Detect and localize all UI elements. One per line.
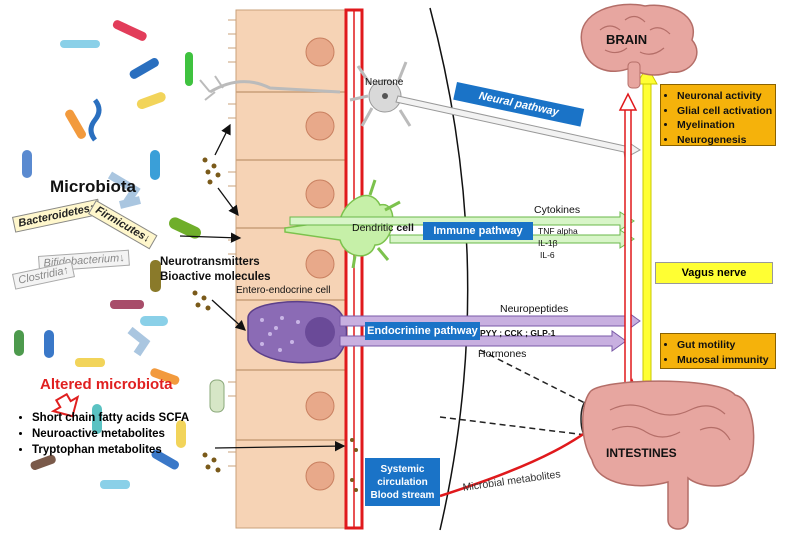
entero-endocrine-cell-icon <box>247 300 348 364</box>
neurotransmitters-label: Neurotransmitters <box>160 256 260 268</box>
gut-effect-item: Mucosal immunity <box>677 353 775 368</box>
entero-endocrine-label: Entero-endocrine cell <box>236 285 331 296</box>
molecule-dots <box>192 157 358 492</box>
altered-microbiota-label: Altered microbiota <box>40 376 173 393</box>
neurone-label: Neurone <box>365 77 404 88</box>
neuropeptides-label: Neuropeptides <box>500 303 569 315</box>
brain-effects-box: Neuronal activity Glial cell activation … <box>660 84 776 146</box>
metabolite-item: Short chain fatty acids SCFA <box>32 410 189 426</box>
epithelium <box>228 9 347 529</box>
blood-vessel <box>344 8 364 530</box>
brain-effect-item: Myelination <box>677 118 775 133</box>
tnf-alpha-label: TNF alpha <box>538 226 578 236</box>
endocrine-pathway-box: Endocrinine pathway <box>365 322 480 340</box>
dendritic-word: Dendritic <box>352 222 394 234</box>
intestines-label: INTESTINES <box>606 446 677 460</box>
microbiota-bacteria <box>14 20 225 489</box>
clostridia-up: ↑ <box>62 264 71 278</box>
hormones-label: Hormones <box>478 348 527 360</box>
neurone-icon <box>199 61 412 127</box>
vagus-nerve-box: Vagus nerve <box>655 262 773 284</box>
altered-arrow-icon <box>50 392 80 418</box>
systemic-line2: circulation <box>377 476 428 488</box>
bioactive-label: Bioactive molecules <box>160 271 271 283</box>
metabolite-item: Tryptophan metabolites <box>32 442 189 458</box>
systemic-line3: Blood stream <box>370 489 435 501</box>
metabolites-list: Short chain fatty acids SCFA Neuroactive… <box>14 410 189 458</box>
vagus-nerve-arrow <box>636 64 658 414</box>
pyy-label: PYY ; CCK ; GLP-1 <box>480 328 556 338</box>
dashed-lines <box>439 349 587 436</box>
systemic-circulation-box: Systemic circulation Blood stream <box>365 458 440 506</box>
intestines-icon <box>582 380 755 530</box>
brain-label: BRAIN <box>606 32 648 47</box>
bifidobacterium-down: ↓ <box>118 251 126 265</box>
dendritic-label: Dendritic cell <box>352 222 414 234</box>
immune-pathway-box: Immune pathway <box>423 222 533 240</box>
cytokines-label: Cytokines <box>534 204 581 216</box>
brain-icon <box>580 3 698 89</box>
systemic-line1: Systemic <box>380 463 425 475</box>
il1b-label: IL-1β <box>538 238 558 248</box>
gut-effect-item: Gut motility <box>677 338 775 353</box>
red-vertical-arrow <box>618 92 638 416</box>
microbiota-label: Microbiota <box>50 177 136 196</box>
gut-boundary-curve <box>429 7 469 531</box>
metabolite-item: Neuroactive metabolites <box>32 426 189 442</box>
il6-label: IL-6 <box>540 250 555 260</box>
gut-effects-box: Gut motility Mucosal immunity <box>660 333 776 369</box>
molecule-arrows <box>179 123 346 452</box>
brain-effect-item: Neurogenesis <box>677 133 775 148</box>
cell-word: cell <box>396 222 414 234</box>
brain-effect-item: Glial cell activation <box>677 104 775 119</box>
brain-effect-item: Neuronal activity <box>677 89 775 104</box>
